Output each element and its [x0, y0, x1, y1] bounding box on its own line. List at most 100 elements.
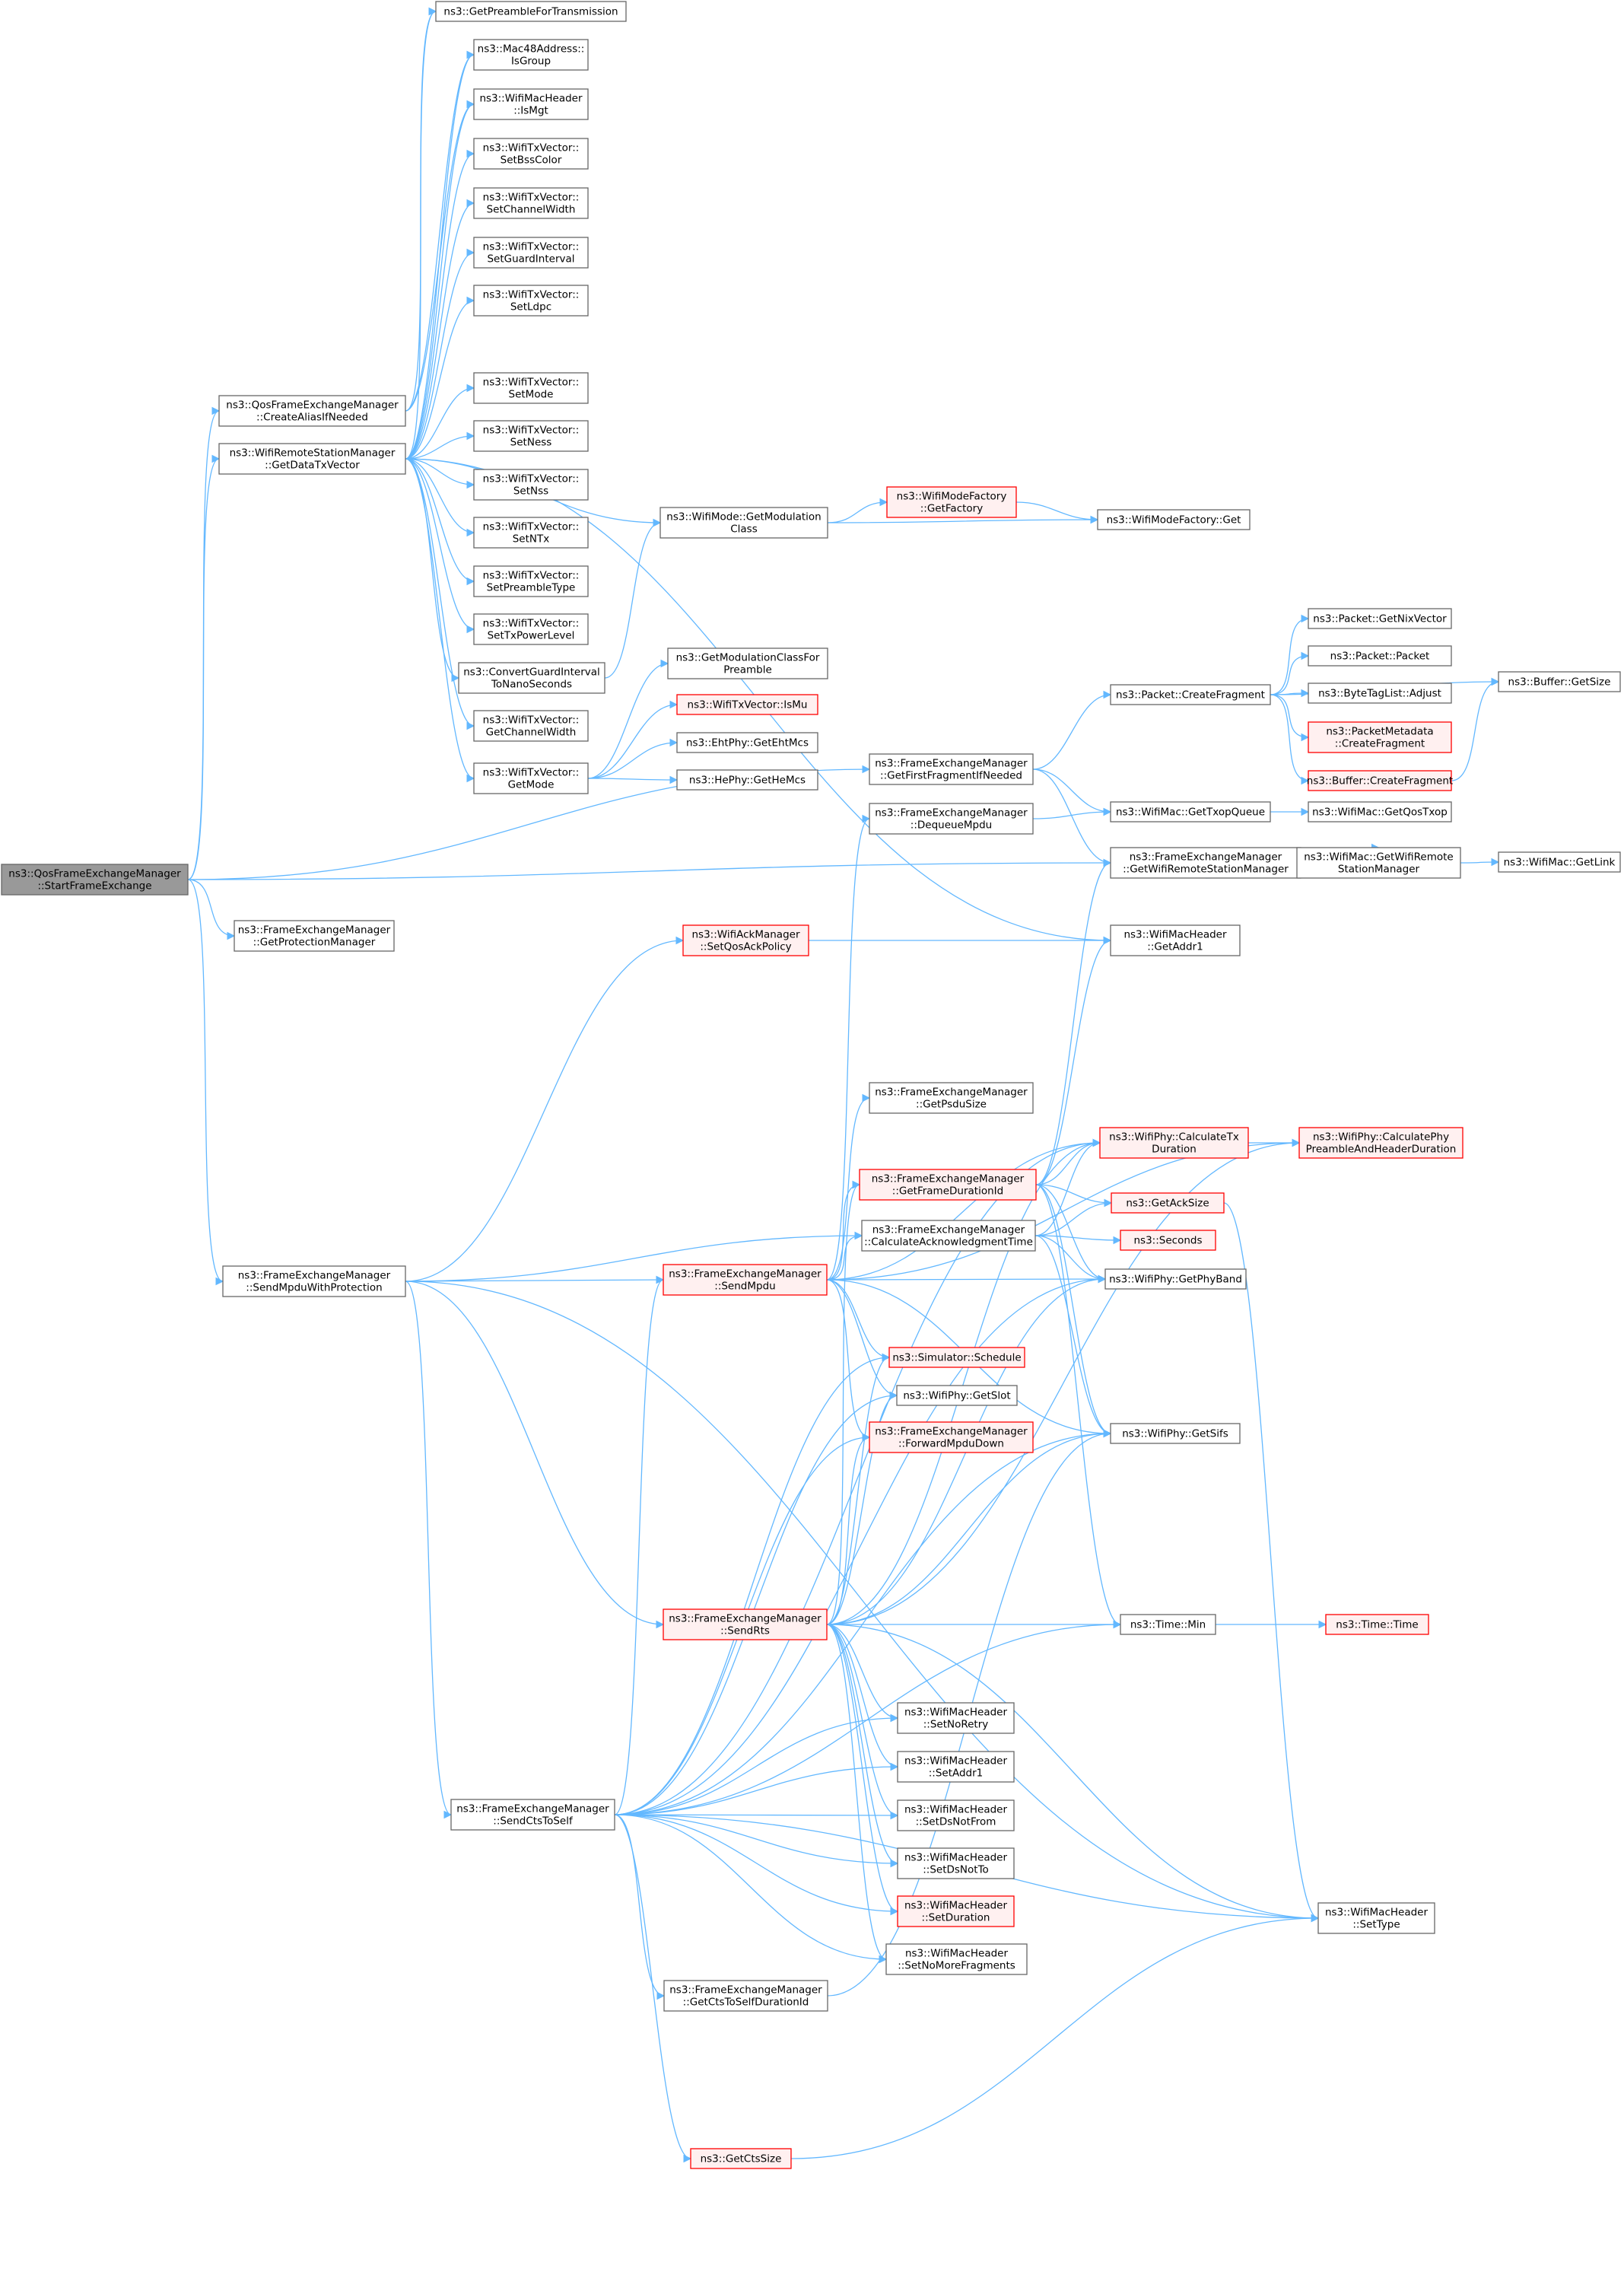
edge-n22-n29	[587, 775, 679, 784]
node-wifi-tx-vector-set-mode[interactable]: ns3::WifiTxVector::SetMode	[473, 372, 589, 404]
node-frame-exchange-manager-send-mpdu[interactable]: ns3::FrameExchangeManager::SendMpdu	[663, 1264, 828, 1296]
node-time-min[interactable]: ns3::Time::Min	[1120, 1614, 1216, 1635]
node-wifi-mode-factory-get-factory[interactable]: ns3::WifiModeFactory::GetFactory	[886, 486, 1017, 518]
node-qos-frame-exchange-manager-create-alias-if-needed[interactable]: ns3::QosFrameExchangeManager::CreateAlia…	[218, 395, 406, 427]
node-wifi-mac-header-set-no-more-fragments[interactable]: ns3::WifiMacHeader::SetNoMoreFragments	[885, 1943, 1028, 1975]
node-wifi-mac-get-wifi-remote-station-manager[interactable]: ns3::WifiMac::GetWifiRemoteStationManage…	[1296, 847, 1461, 879]
edge-line	[826, 1395, 898, 1625]
node-wifi-tx-vector-set-tx-power-level[interactable]: ns3::WifiTxVector::SetTxPowerLevel	[473, 613, 589, 645]
node-wifi-mac-header-set-type[interactable]: ns3::WifiMacHeader::SetType	[1317, 1902, 1435, 1934]
node-wifi-ack-manager-set-qos-ack-policy[interactable]: ns3::WifiAckManager::SetQosAckPolicy	[682, 924, 809, 956]
node-wifi-mac-header-set-ds-not-from[interactable]: ns3::WifiMacHeader::SetDsNotFrom	[897, 1799, 1015, 1831]
node-wifi-tx-vector-is-mu[interactable]: ns3::WifiTxVector::IsMu	[676, 694, 818, 715]
node-label-line: ns3::HePhy::GetHeMcs	[689, 775, 806, 787]
edge-line	[614, 1814, 898, 1912]
node-time-time[interactable]: ns3::Time::Time	[1325, 1614, 1429, 1635]
edge-line	[1035, 1184, 1106, 1280]
node-frame-exchange-manager-dequeue-mpdu[interactable]: ns3::FrameExchangeManager::DequeueMpdu	[869, 803, 1034, 835]
edge-n40-n41	[1460, 858, 1500, 867]
node-byte-tag-list-adjust[interactable]: ns3::ByteTagList::Adjust	[1308, 682, 1452, 704]
node-wifi-tx-vector-set-guard-interval[interactable]: ns3::WifiTxVector::SetGuardInterval	[473, 237, 589, 269]
node-simulator-schedule[interactable]: ns3::Simulator::Schedule	[888, 1347, 1025, 1368]
node-box	[861, 1220, 1036, 1252]
node-wifi-tx-vector-get-mode[interactable]: ns3::WifiTxVector::GetMode	[473, 762, 589, 794]
edge-line	[826, 1624, 898, 1768]
node-wifi-phy-calculate-phy-preamble-and-header-duration[interactable]: ns3::WifiPhy::CalculatePhyPreambleAndHea…	[1298, 1127, 1464, 1159]
node-wifi-mac-get-link[interactable]: ns3::WifiMac::GetLink	[1498, 851, 1621, 873]
node-frame-exchange-manager-get-protection-manager[interactable]: ns3::FrameExchangeManager::GetProtection…	[234, 920, 395, 952]
node-wifi-mac-header-set-no-retry[interactable]: ns3::WifiMacHeader::SetNoRetry	[897, 1702, 1015, 1734]
node-wifi-mac-header-is-mgt[interactable]: ns3::WifiMacHeader::IsMgt	[473, 88, 589, 120]
node-wifi-tx-vector-set-bss-color[interactable]: ns3::WifiTxVector::SetBssColor	[473, 138, 589, 170]
node-frame-exchange-manager-get-first-fragment-if-needed[interactable]: ns3::FrameExchangeManager::GetFirstFragm…	[869, 753, 1034, 785]
node-wifi-phy-get-slot[interactable]: ns3::WifiPhy::GetSlot	[896, 1385, 1018, 1406]
edge-arrowhead	[890, 1859, 899, 1868]
node-wifi-tx-vector-set-nss[interactable]: ns3::WifiTxVector::SetNss	[473, 469, 589, 501]
node-frame-exchange-manager-get-cts-to-self-duration-id[interactable]: ns3::FrameExchangeManager::GetCtsToSelfD…	[663, 1980, 828, 2012]
node-qos-frame-exchange-manager-start-frame-exchange[interactable]: ns3::QosFrameExchangeManager::StartFrame…	[1, 864, 189, 896]
edge-line	[587, 778, 678, 781]
node-mac48-address-is-group[interactable]: ns3::Mac48Address::IsGroup	[473, 39, 589, 71]
node-wifi-remote-station-manager-get-data-tx-vector[interactable]: ns3::WifiRemoteStationManager::GetDataTx…	[218, 443, 406, 475]
edge-n62-n67	[614, 1814, 888, 1964]
node-wifi-mac-header-set-duration[interactable]: ns3::WifiMacHeader::SetDuration	[897, 1895, 1015, 1927]
node-box	[1120, 1230, 1216, 1251]
edge-arrowhead	[1113, 1236, 1122, 1245]
node-wifi-tx-vector-set-ntx[interactable]: ns3::WifiTxVector::SetNTx	[473, 517, 589, 549]
node-box	[885, 1943, 1028, 1975]
node-frame-exchange-manager-calculate-acknowledgment-time[interactable]: ns3::FrameExchangeManager::CalculateAckn…	[861, 1220, 1036, 1252]
node-he-phy-get-he-mcs[interactable]: ns3::HePhy::GetHeMcs	[676, 769, 818, 791]
node-label-line: ::SetQosAckPolicy	[700, 941, 791, 953]
node-wifi-mac-header-set-addr1[interactable]: ns3::WifiMacHeader::SetAddr1	[897, 1751, 1015, 1783]
node-label-line: ns3::QosFrameExchangeManager	[8, 868, 181, 880]
node-packet-metadata-create-fragment[interactable]: ns3::PacketMetadata::CreateFragment	[1308, 721, 1452, 753]
edge-line	[614, 1395, 898, 1815]
edge-n62-n51	[614, 1275, 665, 1815]
node-frame-exchange-manager-get-wifi-remote-station-manager[interactable]: ns3::FrameExchangeManager::GetWifiRemote…	[1110, 847, 1301, 879]
edge-line	[826, 1624, 887, 1960]
node-wifi-mac-header-get-addr1[interactable]: ns3::WifiMacHeader::GetAddr1	[1110, 924, 1241, 956]
node-label-line: SetLdpc	[510, 301, 551, 313]
node-packet-create-fragment[interactable]: ns3::Packet::CreateFragment	[1110, 684, 1271, 705]
edge-n57-n47	[826, 1180, 861, 1625]
edge-n47-n58	[1035, 1184, 1122, 1629]
node-label-line: ns3::WifiMode::GetModulation	[666, 511, 821, 523]
node-wifi-phy-get-phy-band[interactable]: ns3::WifiPhy::GetPhyBand	[1104, 1268, 1247, 1290]
edge-n51-n37	[826, 814, 871, 1281]
node-buffer-create-fragment[interactable]: ns3::Buffer::CreateFragment	[1307, 770, 1453, 791]
node-frame-exchange-manager-send-rts[interactable]: ns3::FrameExchangeManager::SendRts	[663, 1608, 828, 1640]
node-get-preamble-for-transmission[interactable]: ns3::GetPreambleForTransmission	[435, 1, 627, 22]
node-wifi-mac-get-qos-txop[interactable]: ns3::WifiMac::GetQosTxop	[1308, 801, 1452, 822]
node-wifi-mac-header-set-ds-not-to[interactable]: ns3::WifiMacHeader::SetDsNotTo	[897, 1847, 1015, 1879]
edge-n2-n19	[405, 458, 475, 634]
edge-line	[826, 1433, 1111, 1625]
node-seconds[interactable]: ns3::Seconds	[1120, 1230, 1216, 1251]
node-wifi-mac-get-txop-queue[interactable]: ns3::WifiMac::GetTxopQueue	[1110, 801, 1271, 822]
node-wifi-tx-vector-set-ness[interactable]: ns3::WifiTxVector::SetNess	[473, 420, 589, 452]
node-wifi-tx-vector-set-ldpc[interactable]: ns3::WifiTxVector::SetLdpc	[473, 285, 589, 317]
edge-line	[1035, 1184, 1121, 1625]
node-frame-exchange-manager-get-psdu-size[interactable]: ns3::FrameExchangeManager::GetPsduSize	[869, 1082, 1034, 1114]
node-packet-get-nix-vector[interactable]: ns3::Packet::GetNixVector	[1308, 608, 1452, 629]
node-frame-exchange-manager-send-cts-to-self[interactable]: ns3::FrameExchangeManager::SendCtsToSelf	[450, 1799, 615, 1831]
node-label-line: ns3::WifiMacHeader	[905, 1948, 1009, 1960]
node-frame-exchange-manager-forward-mpdu-down[interactable]: ns3::FrameExchangeManager::ForwardMpduDo…	[869, 1421, 1034, 1453]
node-wifi-phy-get-sifs[interactable]: ns3::WifiPhy::GetSifs	[1110, 1423, 1241, 1444]
node-get-ack-size[interactable]: ns3::GetAckSize	[1111, 1192, 1225, 1214]
node-buffer-get-size[interactable]: ns3::Buffer::GetSize	[1498, 671, 1621, 692]
node-eht-phy-get-eht-mcs[interactable]: ns3::EhtPhy::GetEhtMcs	[676, 732, 818, 753]
node-wifi-tx-vector-get-channel-width[interactable]: ns3::WifiTxVector::GetChannelWidth	[473, 710, 589, 742]
node-box	[897, 1751, 1015, 1783]
node-wifi-mode-factory-get[interactable]: ns3::WifiModeFactory::Get	[1097, 509, 1251, 530]
node-packet-packet[interactable]: ns3::Packet::Packet	[1308, 645, 1452, 667]
node-wifi-mode-get-modulation-class[interactable]: ns3::WifiMode::GetModulationClass	[659, 507, 828, 539]
node-frame-exchange-manager-get-frame-duration-id[interactable]: ns3::FrameExchangeManager::GetFrameDurat…	[859, 1169, 1037, 1201]
node-frame-exchange-manager-send-mpdu-with-protection[interactable]: ns3::FrameExchangeManager::SendMpduWithP…	[222, 1265, 406, 1297]
node-get-cts-size[interactable]: ns3::GetCtsSize	[690, 2148, 792, 2169]
node-wifi-tx-vector-set-channel-width[interactable]: ns3::WifiTxVector::SetChannelWidth	[473, 187, 589, 219]
node-wifi-tx-vector-set-preamble-type[interactable]: ns3::WifiTxVector::SetPreambleType	[473, 565, 589, 597]
node-box	[473, 138, 589, 170]
